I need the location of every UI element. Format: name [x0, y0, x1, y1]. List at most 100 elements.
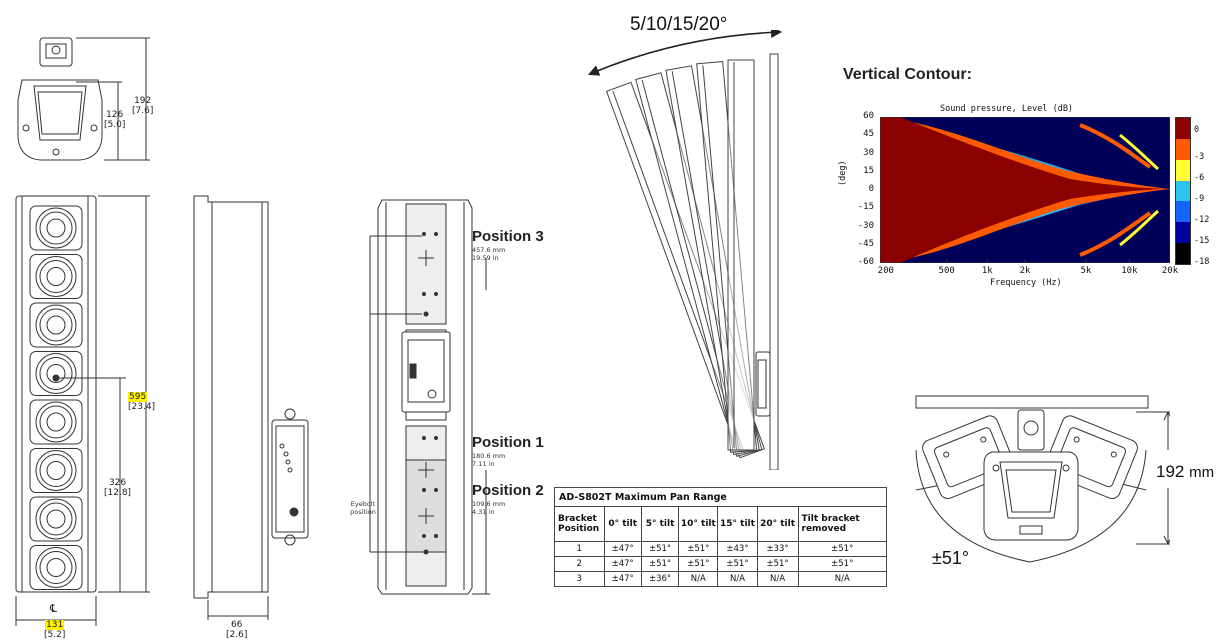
pan-table-caption: AD-S802T Maximum Pan Range — [554, 487, 887, 507]
driver-ring — [39, 308, 73, 342]
position-2-mm: 109.6 mm — [472, 500, 506, 508]
table-cell: ±51° — [756, 556, 799, 572]
position-1-label: Position 1 — [472, 434, 544, 451]
driver-ring — [46, 509, 66, 529]
front-view-body — [15, 195, 97, 593]
contour-x-tick: 10k — [1121, 266, 1138, 276]
pan-depth-label: 192 mm — [1156, 462, 1215, 481]
table-cell: ±51° — [717, 556, 758, 572]
contour-colorbar — [1175, 117, 1191, 265]
pan-table-header-cell: 20° tilt — [756, 506, 799, 542]
contour-y-tick: -30 — [857, 220, 874, 231]
position-3-label: Position 3 — [472, 228, 544, 245]
colorbar-label: -18 — [1194, 256, 1210, 267]
table-cell: ±51° — [678, 541, 719, 557]
contour-y-tick: 30 — [863, 147, 874, 158]
tilt-angle-label: 5/10/15/20° — [630, 14, 728, 35]
pan-table-header-cell: Bracket Position — [554, 506, 605, 542]
driver-frame — [29, 448, 83, 493]
driver-cone — [35, 498, 77, 540]
tilt-cabinet-outline — [665, 65, 760, 455]
top-view-body — [17, 79, 103, 161]
pan-arc — [915, 449, 1147, 563]
table-cell: ±51° — [640, 541, 680, 557]
contour-x-tick: 5k — [1080, 266, 1092, 276]
eyebolt-label: Eyebolt position — [350, 500, 376, 516]
contour-ylabel: (deg) — [838, 160, 848, 186]
driver-ring — [46, 412, 66, 432]
table-cell: N/A — [717, 571, 758, 587]
table-row: 2±47°±51°±51°±51°±51°±51° — [554, 556, 888, 572]
table-cell: 2 — [554, 556, 605, 572]
driver-frame — [29, 399, 83, 445]
driver-ring — [46, 364, 66, 383]
driver-frame — [29, 302, 83, 348]
position-3-in: 19.59 in — [472, 254, 499, 262]
colorbar-segment — [1176, 118, 1190, 139]
driver-ring — [39, 357, 73, 390]
pan-wall — [915, 395, 1149, 409]
contour-plot — [880, 117, 1170, 263]
pan-table-header-cell: Tilt bracket removed — [797, 506, 888, 542]
colorbar-segment — [1176, 138, 1190, 160]
pan-range-table: AD-S802T Maximum Pan Range Bracket Posit… — [554, 487, 888, 587]
dim-side-depth: 66[2.6] — [226, 620, 248, 640]
contour-x-tick: 1k — [981, 266, 993, 276]
position-3-mm: 457.6 mm — [472, 246, 506, 254]
colorbar-label: -12 — [1194, 214, 1210, 225]
driver-frame — [29, 254, 83, 299]
colorbar-segment — [1176, 180, 1190, 202]
table-cell: ±47° — [603, 571, 642, 587]
table-cell: ±51° — [640, 556, 680, 572]
driver-frame — [29, 351, 83, 396]
driver-ring — [39, 211, 73, 245]
driver-ring — [46, 315, 66, 335]
contour-y-tick: 0 — [868, 184, 874, 194]
driver-cone — [35, 256, 77, 297]
position-1-mm: 180.6 mm — [472, 452, 506, 460]
colorbar-label: -6 — [1194, 173, 1205, 184]
pan-table-header-cell: 15° tilt — [717, 506, 758, 542]
driver-ring — [39, 551, 73, 584]
dim-front-height: 595[23.4] — [128, 392, 156, 412]
table-cell: ±47° — [603, 556, 642, 572]
tilt-cabinet-outline — [727, 59, 755, 451]
table-row: 1±47°±51°±51°±43°±33°±51° — [554, 541, 888, 557]
pan-table-header-cell: 0° tilt — [603, 506, 642, 542]
colorbar-segment — [1176, 159, 1190, 181]
colorbar-label: -9 — [1194, 194, 1205, 204]
contour-y-tick: -60 — [857, 257, 874, 267]
colorbar-segment — [1176, 222, 1190, 244]
table-cell: N/A — [756, 571, 799, 587]
side-bracket — [271, 419, 309, 539]
contour-y-tick: 60 — [863, 111, 874, 121]
pan-table-header-cell: 5° tilt — [640, 506, 680, 542]
contour-y-tick: 15 — [863, 165, 874, 176]
contour-band-red — [880, 117, 1170, 263]
driver-ring — [39, 260, 73, 293]
table-cell: ±33° — [756, 541, 799, 557]
dim-total-height: 192[7.6] — [132, 96, 154, 116]
mechanical-drawing — [15, 37, 309, 626]
vertical-contour-heading: Vertical Contour: — [843, 66, 972, 83]
rear-view-drawing — [369, 199, 490, 595]
colorbar-label: 0 — [1194, 125, 1200, 135]
dim-front-width: 131[5.2] — [44, 620, 66, 640]
pan-angle-label: ±51° — [932, 548, 970, 568]
position-2-in: 4.31 in — [472, 508, 495, 516]
driver-ring — [46, 558, 66, 577]
tilt-cabinet-outline — [605, 81, 766, 459]
tilt-cabinet-edge — [702, 65, 738, 450]
table-cell: ±51° — [678, 556, 719, 572]
table-cell: N/A — [797, 571, 888, 587]
contour-x-tick: 500 — [938, 266, 955, 276]
table-cell: 1 — [554, 541, 605, 557]
contour-y-tick: -15 — [857, 202, 874, 213]
driver-cone — [35, 401, 77, 443]
input-panel — [401, 331, 451, 413]
driver-cone — [35, 353, 77, 394]
contour-xlabel: Frequency (Hz) — [990, 278, 1062, 288]
driver-cone — [35, 547, 77, 588]
